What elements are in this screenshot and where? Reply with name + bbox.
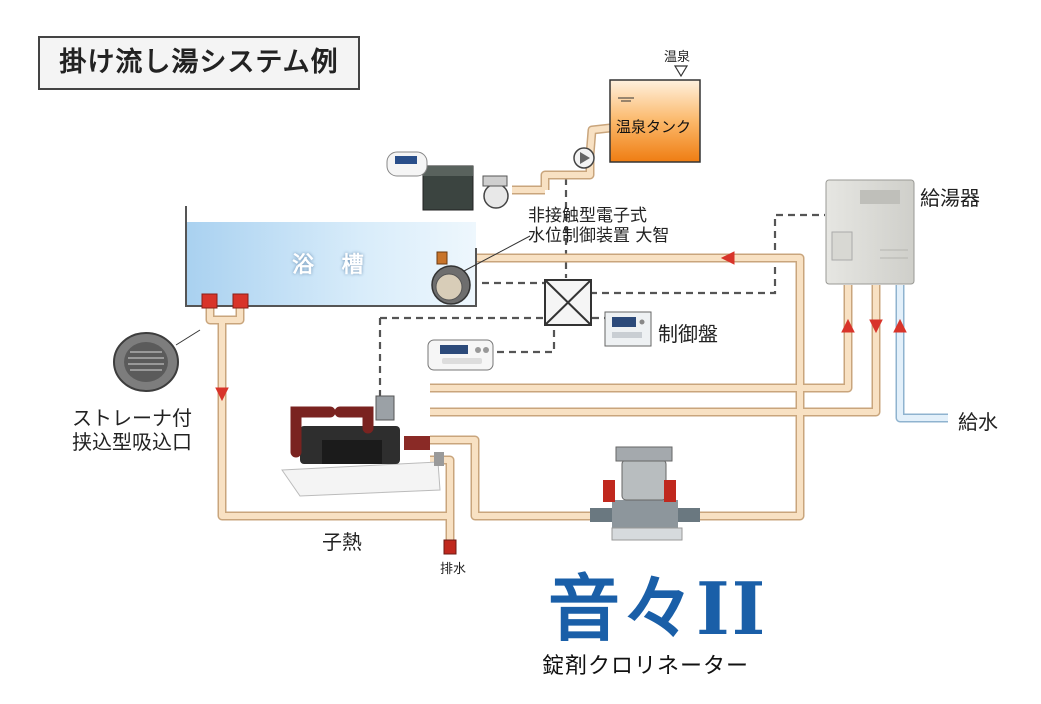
control-panel-icon — [604, 311, 652, 347]
drain-label: 排水 — [440, 562, 467, 577]
water-level-label-line1: 非接触型電子式 — [528, 206, 647, 226]
water-level-label: 非接触型電子式 水位制御装置 大智 — [528, 206, 669, 246]
mixing-valve-icon — [544, 279, 592, 326]
cold-pipe — [895, 285, 948, 423]
supply-pump-icon — [573, 147, 595, 169]
onsen-tank — [609, 65, 701, 163]
product-name: 音々II — [548, 566, 768, 651]
onsen-source-label: 温泉 — [664, 50, 691, 65]
onsen-tank-label: 温泉タンク — [616, 118, 692, 136]
heat-source-label: 子熱 — [322, 530, 362, 554]
water-heater-icon — [825, 179, 915, 285]
remote-controller-icon — [427, 339, 494, 371]
control-panel-label: 制御盤 — [658, 322, 718, 346]
signal-wires — [378, 178, 825, 405]
strainer-intake-icon — [113, 329, 201, 392]
product-subtitle: 錠剤クロリネーター — [542, 654, 750, 679]
strainer-label-line2: 挟込型吸込口 — [72, 430, 192, 454]
water-level-label-line2: 水位制御装置 大智 — [528, 226, 670, 246]
strainer-label-line1: ストレーナ付 — [72, 406, 192, 430]
chlorinator-icon — [590, 446, 700, 541]
water-supply-label: 給水 — [958, 410, 998, 434]
strainer-label: ストレーナ付 挟込型吸込口 — [72, 406, 192, 454]
circulation-pump-unit-icon — [281, 395, 444, 497]
drain-valve-icon — [443, 539, 457, 555]
water-heater-label: 給湯器 — [920, 186, 980, 210]
bathtub-label: 浴 槽 — [292, 253, 374, 278]
water-level-sensor-icon — [431, 235, 531, 305]
page-title: 掛け流し湯システム例 — [38, 36, 360, 90]
inlet-box-icon — [386, 151, 509, 211]
bathtub — [185, 206, 477, 309]
